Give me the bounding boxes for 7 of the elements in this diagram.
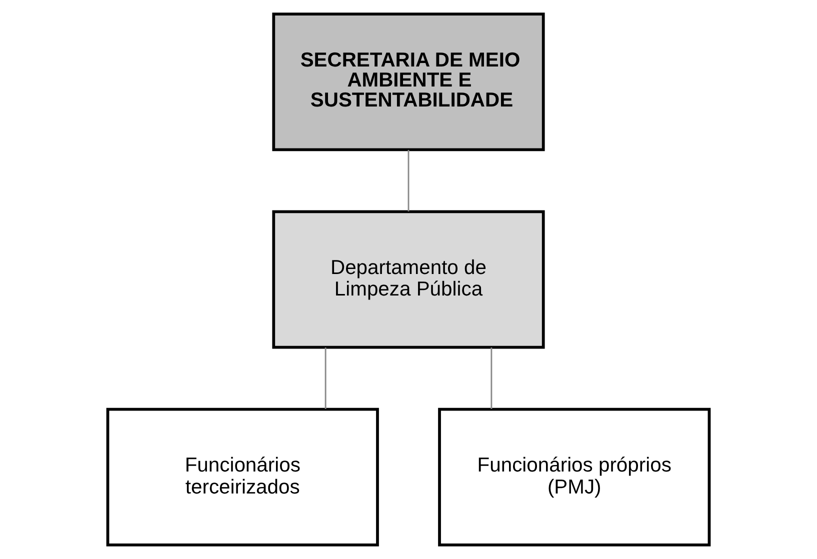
node-box: SECRETARIA DE MEIO AMBIENTE E SUSTENTABILIDADE: [272, 12, 545, 152]
node-box: Funcionários terceirizados: [106, 408, 379, 546]
connector: [408, 150, 410, 212]
connector: [490, 348, 492, 409]
connector: [324, 348, 326, 409]
node-box: Departamento de Limpeza Pública: [272, 210, 545, 349]
node-box: Funcionários próprios (PMJ): [438, 408, 711, 546]
